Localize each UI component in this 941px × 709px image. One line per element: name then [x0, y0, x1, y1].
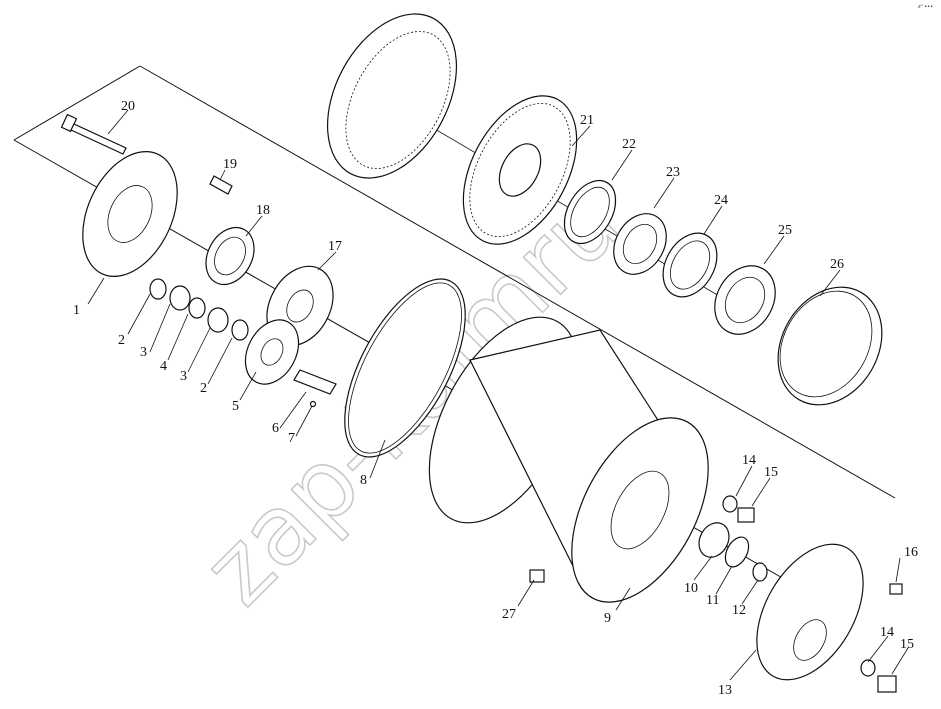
- part-3-needle-bearing: [169, 285, 191, 311]
- callout-15b: 15: [900, 637, 914, 652]
- callout-3b: 3: [180, 369, 187, 384]
- callout-1: 1: [73, 303, 80, 318]
- part-20-bolt: [60, 113, 127, 155]
- part-7-ball: [309, 400, 317, 408]
- callout-18: 18: [256, 203, 270, 218]
- part-6-pin: [293, 369, 337, 395]
- callout-14b: 14: [880, 625, 894, 640]
- callout-8: 8: [360, 473, 367, 488]
- part-21-ring-gear: [326, 13, 578, 245]
- callout-numbers: 20 19 18 17 1 2 3 4 3 2 5 6 7 8 21 22 23…: [73, 99, 918, 698]
- callout-17: 17: [328, 239, 342, 254]
- callout-19: 19: [223, 157, 237, 172]
- callout-25: 25: [778, 223, 792, 238]
- part-11-ring: [724, 536, 750, 568]
- part-27-bolt: [529, 569, 545, 583]
- part-26-seal: [777, 286, 883, 406]
- part-19-pin: [209, 175, 233, 195]
- part-8-o-ring: [344, 278, 466, 458]
- part-14-washer: [722, 495, 738, 513]
- callout-14: 14: [742, 453, 756, 468]
- part-2-washer: [149, 278, 167, 300]
- callout-6: 6: [272, 421, 279, 436]
- callout-4: 4: [160, 359, 167, 374]
- callout-7: 7: [288, 431, 295, 446]
- callout-20: 20: [121, 99, 135, 114]
- part-2b-washer: [231, 319, 249, 341]
- part-10-washer: [698, 522, 730, 558]
- callout-16: 16: [904, 545, 918, 560]
- part-16-bolt: [889, 583, 903, 595]
- part-9-hub-housing: [428, 316, 709, 603]
- part-3b-needle-bearing: [207, 307, 229, 333]
- callout-12: 12: [732, 603, 746, 618]
- part-14b-washer: [860, 659, 876, 677]
- callout-15: 15: [764, 465, 778, 480]
- part-12-plug: [752, 562, 768, 582]
- callout-22: 22: [622, 137, 636, 152]
- part-24-lock-washer: [662, 232, 718, 298]
- leader-lines: [87, 109, 909, 681]
- callout-10: 10: [684, 581, 698, 596]
- callout-27: 27: [502, 607, 516, 622]
- callout-3: 3: [140, 345, 147, 360]
- callout-26: 26: [830, 257, 844, 272]
- part-13-cover: [756, 543, 864, 681]
- part-15b-plug: [877, 675, 897, 693]
- callout-21: 21: [580, 113, 594, 128]
- part-25-nut: [714, 265, 776, 335]
- part-18-washer: [205, 226, 255, 286]
- part-5-gear: [244, 319, 300, 385]
- callout-24: 24: [714, 193, 728, 208]
- corner-mark: zⁿ •••: [918, 4, 933, 10]
- callout-2b: 2: [200, 381, 207, 396]
- callout-13: 13: [718, 683, 732, 698]
- callout-5: 5: [232, 399, 239, 414]
- part-15-plug: [737, 507, 755, 523]
- callout-23: 23: [666, 165, 680, 180]
- part-4-washer: [188, 297, 206, 319]
- part-22-ring: [563, 179, 617, 245]
- callout-11: 11: [706, 593, 719, 608]
- part-23-bearing: [613, 213, 667, 275]
- callout-2: 2: [118, 333, 125, 348]
- callout-9: 9: [604, 611, 611, 626]
- part-1-planet-carrier: [82, 151, 178, 277]
